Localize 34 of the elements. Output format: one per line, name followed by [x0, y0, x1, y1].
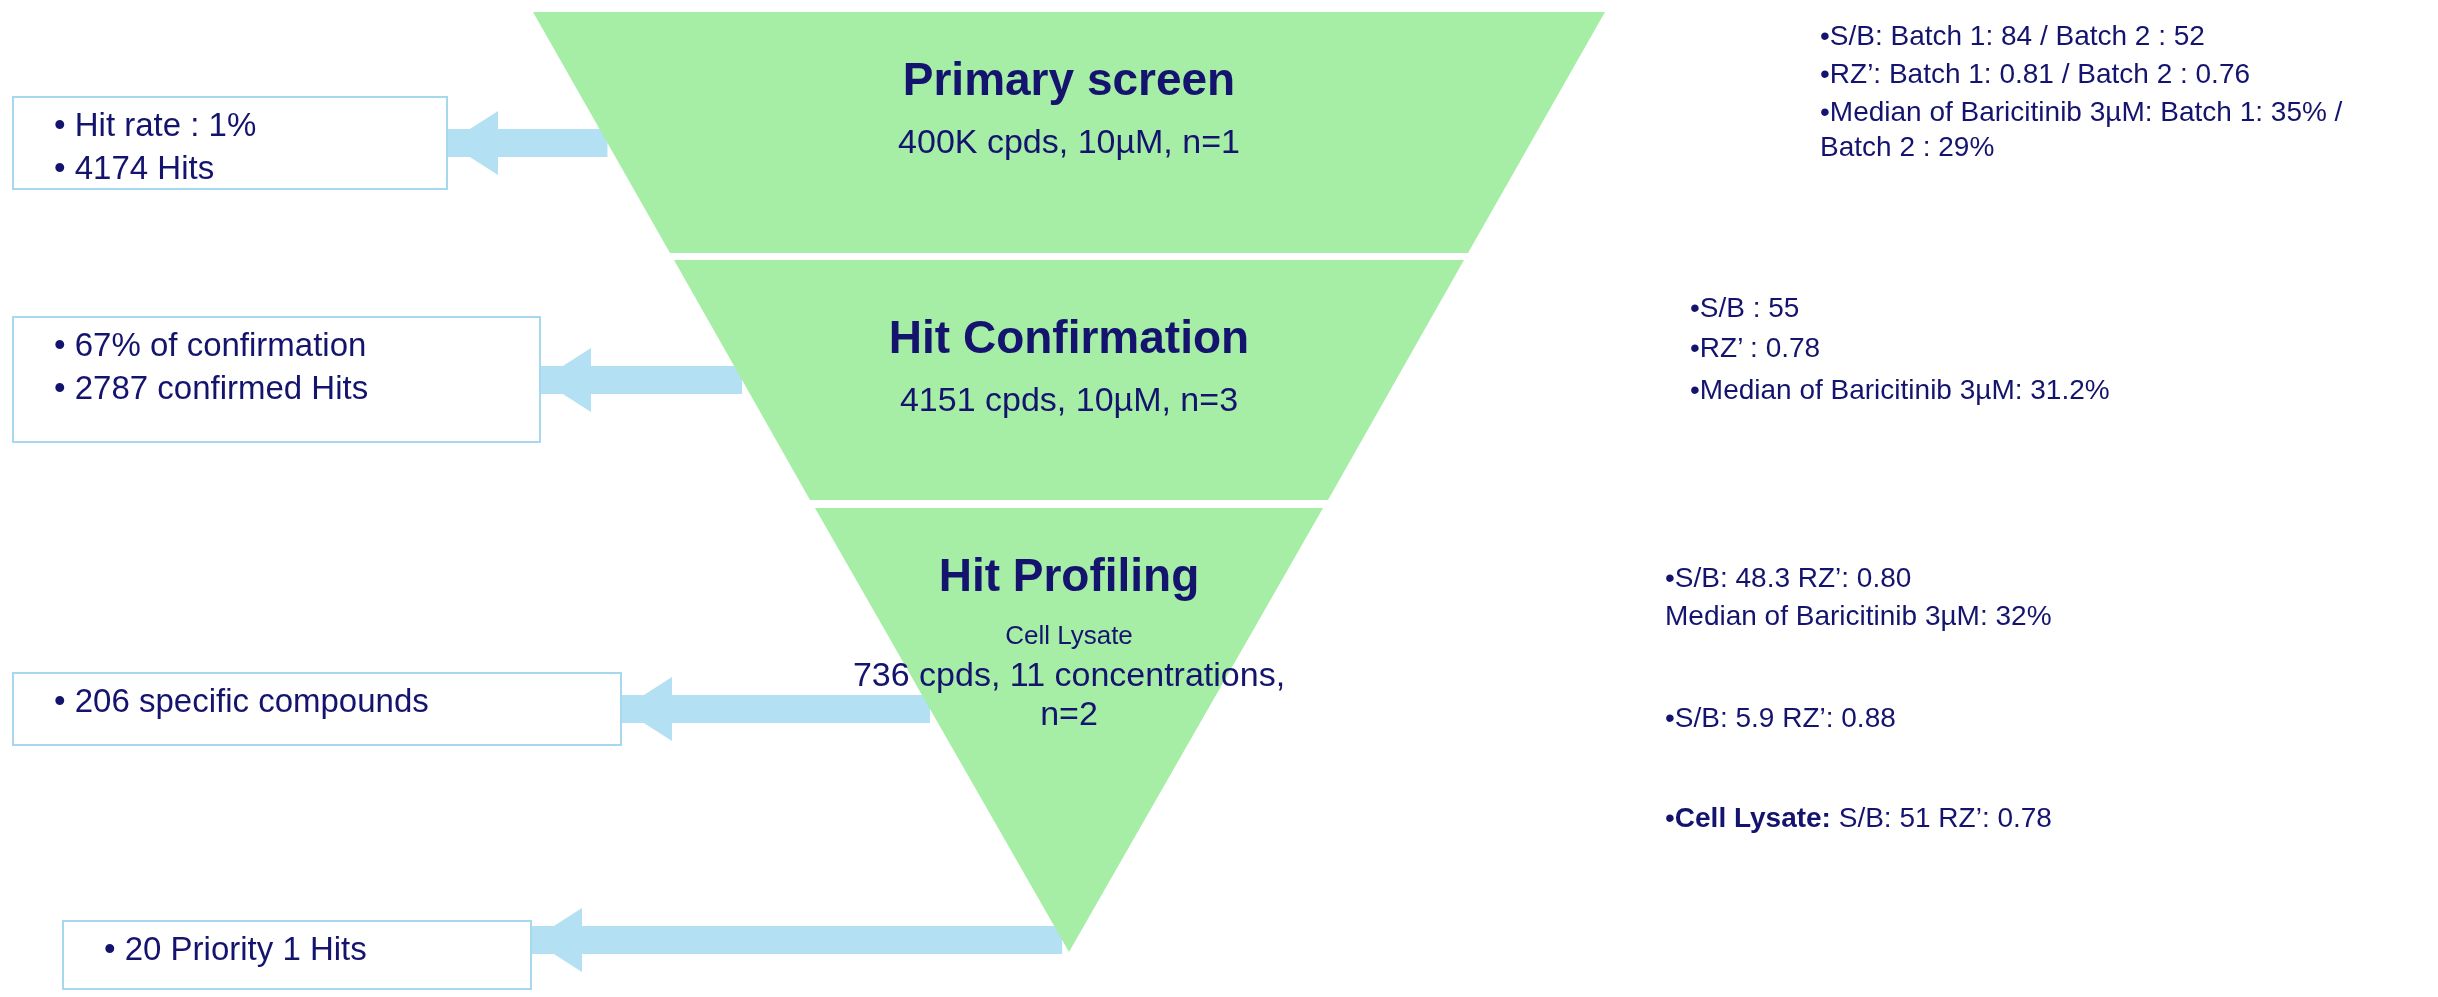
result-box	[62, 920, 532, 990]
funnel-stage	[674, 260, 1464, 500]
arrow	[532, 908, 1063, 972]
assay-metric: •Median of Baricitinib 3µM: Batch 1: 35% / Batch 2 : 29%	[1820, 95, 2344, 164]
assay-metric: •Median of Baricitinib 3µM: 31.2%	[1690, 373, 2110, 407]
result-item: • 67% of confirmation	[54, 325, 368, 365]
stage-detail: Cell Lysate	[1005, 620, 1133, 651]
result-item: • Hit rate : 1%	[54, 105, 258, 145]
assay-metric: •S/B : 55	[1690, 291, 1800, 325]
result-box	[12, 672, 622, 746]
result-box	[12, 96, 448, 190]
assay-metric: •RZ’: Batch 1: 0.81 / Batch 2 : 0.76	[1820, 57, 2251, 91]
stage-title: Hit Confirmation	[888, 310, 1250, 364]
arrow	[448, 111, 608, 175]
assay-metric: •RZ’ : 0.78	[1690, 331, 1821, 365]
result-box	[12, 316, 541, 443]
assay-metric: •S/B: Batch 1: 84 / Batch 2 : 52	[1820, 19, 2205, 53]
arrow	[541, 348, 742, 412]
arrow	[622, 677, 930, 741]
stage-title: Primary screen	[902, 52, 1236, 106]
funnel-stage	[533, 12, 1605, 253]
stage-detail: 400K cpds, 10µM, n=1	[898, 122, 1240, 161]
assay-metric: •S/B: 5.9 RZ’: 0.88	[1665, 701, 1896, 735]
result-item: • 20 Priority 1 Hits	[104, 929, 368, 969]
funnel-stage	[815, 508, 1323, 952]
assay-metric: Median of Baricitinib 3µM: 32%	[1665, 599, 2052, 633]
assay-metric: •S/B: 48.3 RZ’: 0.80	[1665, 561, 1912, 595]
result-item: • 206 specific compounds	[54, 681, 430, 721]
result-item: • 2787 confirmed Hits	[54, 367, 370, 408]
stage-title: Hit Profiling	[938, 548, 1200, 602]
stage-detail: 736 cpds, 11 concentrations, n=2	[851, 655, 1287, 733]
result-item: • 4174 Hits	[54, 147, 216, 188]
assay-metric: •Cell Lysate: S/B: 51 RZ’: 0.78	[1665, 801, 2052, 835]
stage-detail: 4151 cpds, 10µM, n=3	[899, 380, 1239, 419]
